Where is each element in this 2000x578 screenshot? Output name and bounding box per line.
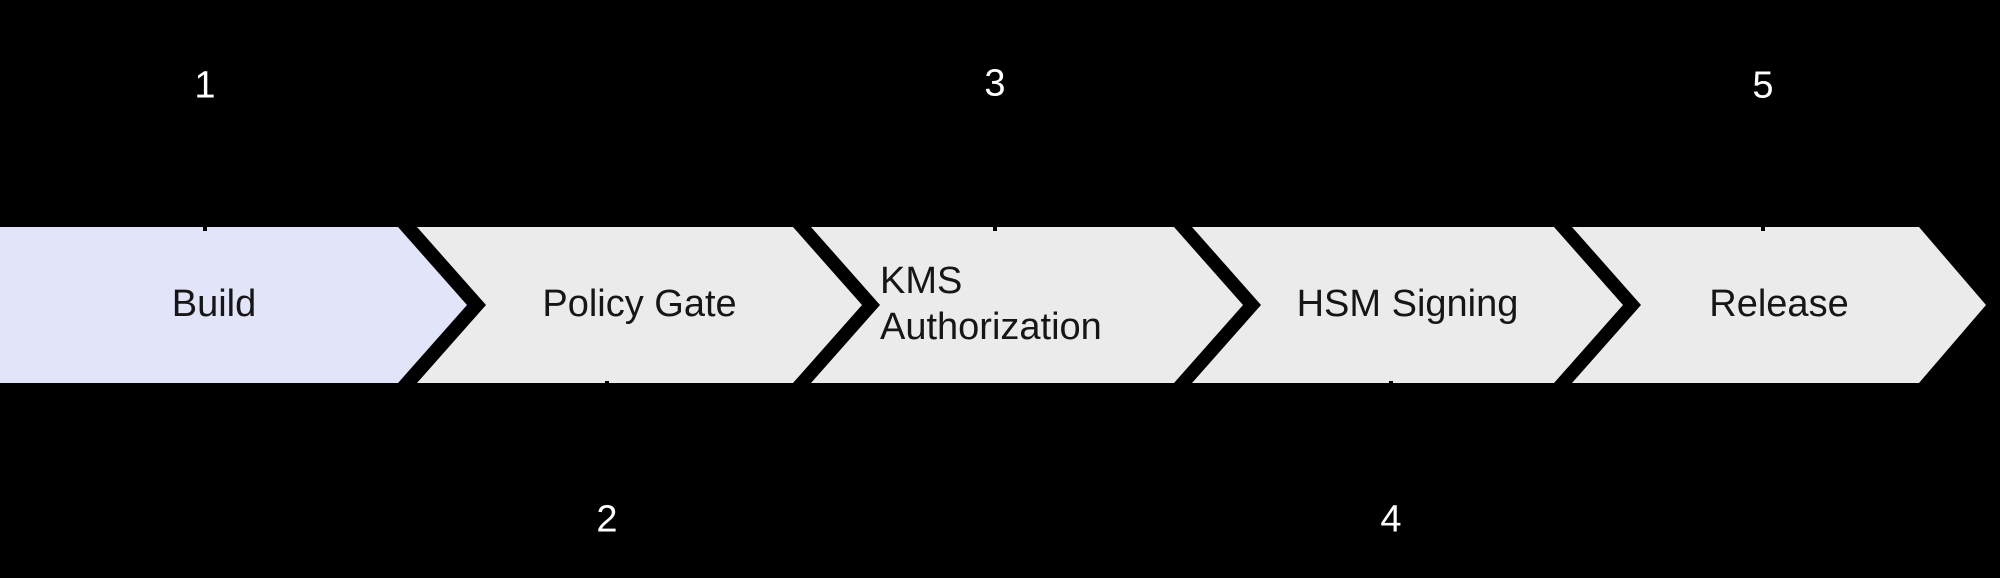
step-number-4: 4 — [1380, 498, 1402, 541]
step-label-kms-authorization: KMS Authorization — [880, 260, 1102, 348]
step-chevron-release: Release — [1572, 227, 1986, 383]
step-number-2: 2 — [596, 498, 618, 541]
connector-line-2 — [605, 381, 609, 496]
step-label-build: Build — [171, 283, 257, 326]
connector-line-3 — [993, 108, 997, 231]
connector-line-4 — [1389, 381, 1393, 496]
step-number-1: 1 — [194, 64, 216, 107]
step-label-release: Release — [1709, 283, 1849, 326]
step-chevron-hsm-signing: HSM Signing — [1192, 227, 1623, 383]
step-number-3: 3 — [984, 62, 1006, 105]
step-label-policy-gate: Policy Gate — [542, 283, 737, 326]
step-number-5: 5 — [1752, 64, 1774, 107]
step-chevron-build: Build — [0, 227, 467, 383]
connector-line-1 — [203, 110, 207, 231]
step-chevron-policy-gate: Policy Gate — [417, 227, 862, 383]
step-label-hsm-signing: HSM Signing — [1296, 283, 1519, 326]
step-chevron-kms-authorization: KMS Authorization — [811, 227, 1243, 383]
connector-line-5 — [1761, 110, 1765, 231]
